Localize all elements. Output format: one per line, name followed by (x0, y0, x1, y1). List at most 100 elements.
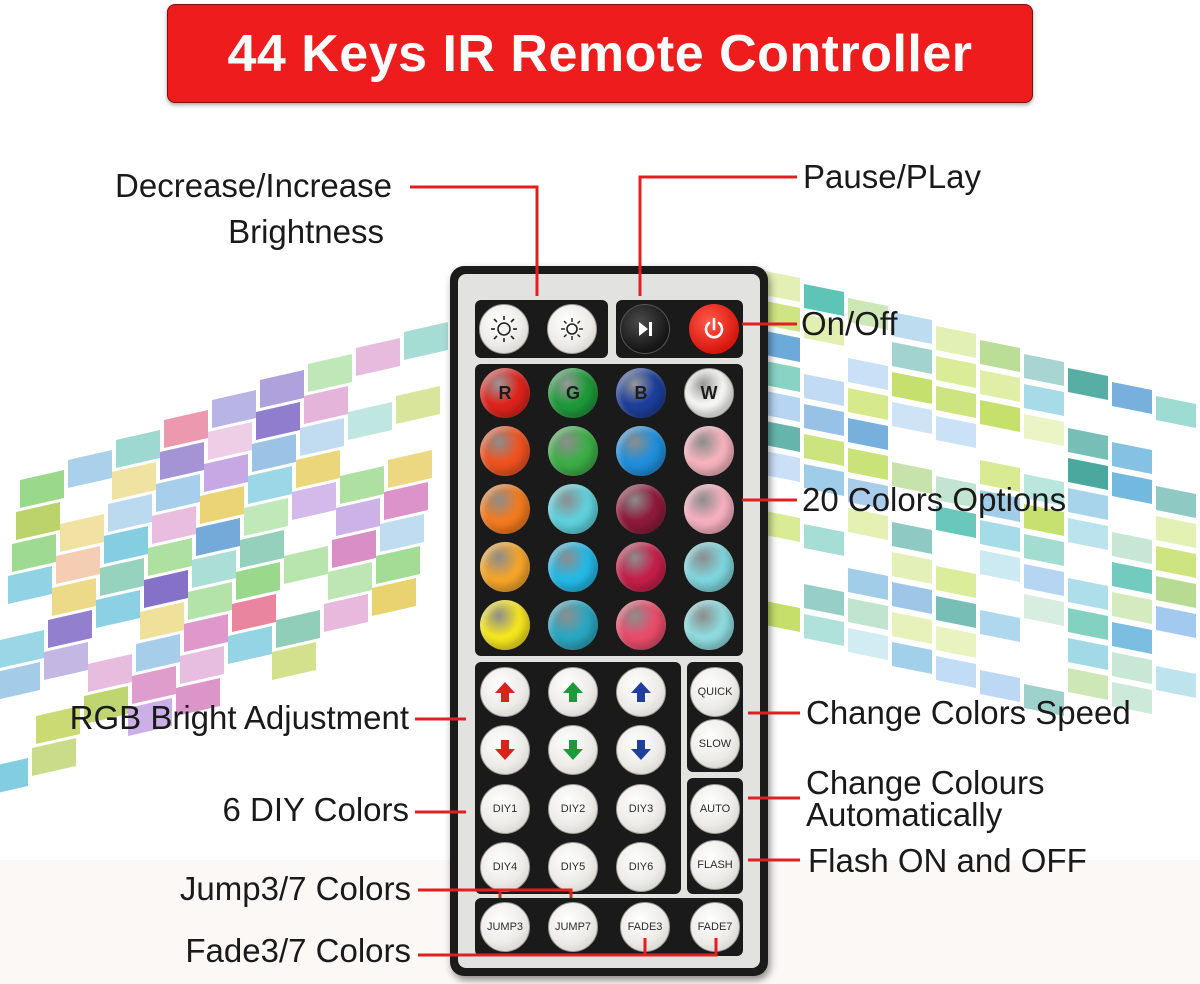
color-button[interactable] (480, 542, 530, 592)
mosaic-tile (32, 738, 76, 776)
mosaic-tile (760, 420, 800, 452)
color-button[interactable] (480, 426, 530, 476)
diy5-button[interactable]: DIY5 (548, 842, 598, 892)
green-up-button[interactable] (548, 667, 598, 717)
mosaic-tile (236, 562, 280, 600)
quick-button[interactable]: QUICK (690, 667, 740, 717)
brightness-down-button[interactable] (479, 304, 529, 354)
mosaic-tile (148, 538, 192, 576)
flash-button[interactable]: FLASH (690, 840, 740, 890)
color-button[interactable] (548, 484, 598, 534)
color-button[interactable] (684, 542, 734, 592)
red-down-button[interactable] (480, 725, 530, 775)
color-button[interactable] (548, 600, 598, 650)
mosaic-tile (1156, 396, 1196, 428)
diy4-button[interactable]: DIY4 (480, 842, 530, 892)
mosaic-tile (96, 590, 140, 628)
mosaic-tile (116, 430, 160, 468)
jump3-button[interactable]: JUMP3 (480, 902, 530, 952)
mosaic-tile (804, 284, 844, 316)
mosaic-tile (84, 686, 128, 724)
callout-flash: Flash ON and OFF (808, 842, 1087, 879)
mosaic-tile (848, 418, 888, 450)
mosaic-tile (892, 402, 932, 434)
mosaic-tile (1112, 682, 1152, 714)
play-pause-button[interactable] (620, 304, 670, 354)
mosaic-tile (936, 476, 976, 508)
callout-change-speed: Change Colors Speed (806, 694, 1131, 731)
mosaic-tile (376, 546, 420, 584)
title-banner: 44 Keys IR Remote Controller (167, 4, 1033, 103)
slow-button[interactable]: SLOW (690, 719, 740, 769)
power-button[interactable] (689, 304, 739, 354)
mosaic-tile (88, 654, 132, 692)
color-button[interactable] (548, 542, 598, 592)
mosaic-tile (848, 598, 888, 630)
color-button[interactable] (684, 600, 734, 650)
blue-up-button[interactable] (616, 667, 666, 717)
fade3-button[interactable]: FADE3 (620, 902, 670, 952)
mosaic-tile (0, 630, 44, 668)
fade7-button[interactable]: FADE7 (690, 902, 740, 952)
brightness-down-icon (491, 316, 517, 342)
color-button[interactable] (480, 484, 530, 534)
callout-pause-play: Pause/PLay (803, 158, 981, 195)
mosaic-tile (1024, 534, 1064, 566)
mosaic-tile (324, 594, 368, 632)
mosaic-tile (104, 526, 148, 564)
mosaic-tile (1156, 666, 1196, 698)
mosaic-tile (16, 502, 60, 540)
color-button[interactable] (616, 426, 666, 476)
color-button[interactable] (684, 426, 734, 476)
mosaic-tile (892, 522, 932, 554)
diy2-button[interactable]: DIY2 (548, 784, 598, 834)
mosaic-tile (848, 478, 888, 510)
mosaic-tile (980, 340, 1020, 372)
mosaic-tile (936, 326, 976, 358)
diy3-button[interactable]: DIY3 (616, 784, 666, 834)
mosaic-tile (396, 386, 440, 424)
mosaic-tile (232, 594, 276, 632)
color-button-r-label: R (498, 382, 512, 403)
mosaic-tile (8, 566, 52, 604)
mosaic-tile (212, 390, 256, 428)
mosaic-tile (1024, 504, 1064, 536)
mosaic-tile (20, 470, 64, 508)
green-down-button[interactable] (548, 725, 598, 775)
color-button[interactable] (616, 600, 666, 650)
mosaic-tile (760, 450, 800, 482)
color-button-g[interactable]: G (548, 368, 598, 418)
callout-brightness-line1: Decrease/Increase (115, 167, 392, 204)
mosaic-tile (1068, 638, 1108, 670)
brightness-up-icon (561, 318, 583, 340)
mosaic-tile (760, 510, 800, 542)
mosaic-tile (1068, 608, 1108, 640)
brightness-up-button[interactable] (547, 304, 597, 354)
mosaic-tile (300, 418, 344, 456)
color-button[interactable] (548, 426, 598, 476)
color-button[interactable] (480, 600, 530, 650)
color-button[interactable] (616, 484, 666, 534)
jump7-button[interactable]: JUMP7 (548, 902, 598, 952)
mosaic-tile (112, 462, 156, 500)
remote-control: DIY1 DIY2 DIY3 DIY4 DIY5 DIY6 QUICK SLOW… (450, 266, 768, 976)
auto-button[interactable]: AUTO (690, 784, 740, 834)
blue-down-button[interactable] (616, 725, 666, 775)
mosaic-tile (892, 642, 932, 674)
color-button-b[interactable]: B (616, 368, 666, 418)
diy1-button[interactable]: DIY1 (480, 784, 530, 834)
color-button[interactable] (684, 484, 734, 534)
diy6-button[interactable]: DIY6 (616, 842, 666, 892)
mosaic-tile (0, 662, 40, 700)
color-button-w[interactable]: W (684, 368, 734, 418)
mosaic-tile (36, 706, 80, 744)
color-button[interactable] (616, 542, 666, 592)
callout-brightness-line2: Brightness (228, 213, 384, 250)
mosaic-tile (980, 520, 1020, 552)
mosaic-tile (1112, 472, 1152, 504)
red-up-button[interactable] (480, 667, 530, 717)
color-button-r[interactable]: R (480, 368, 530, 418)
mosaic-tile (1112, 532, 1152, 564)
mosaic-tile (892, 552, 932, 584)
callout-colors-options: 20 Colors Options (802, 481, 1067, 518)
